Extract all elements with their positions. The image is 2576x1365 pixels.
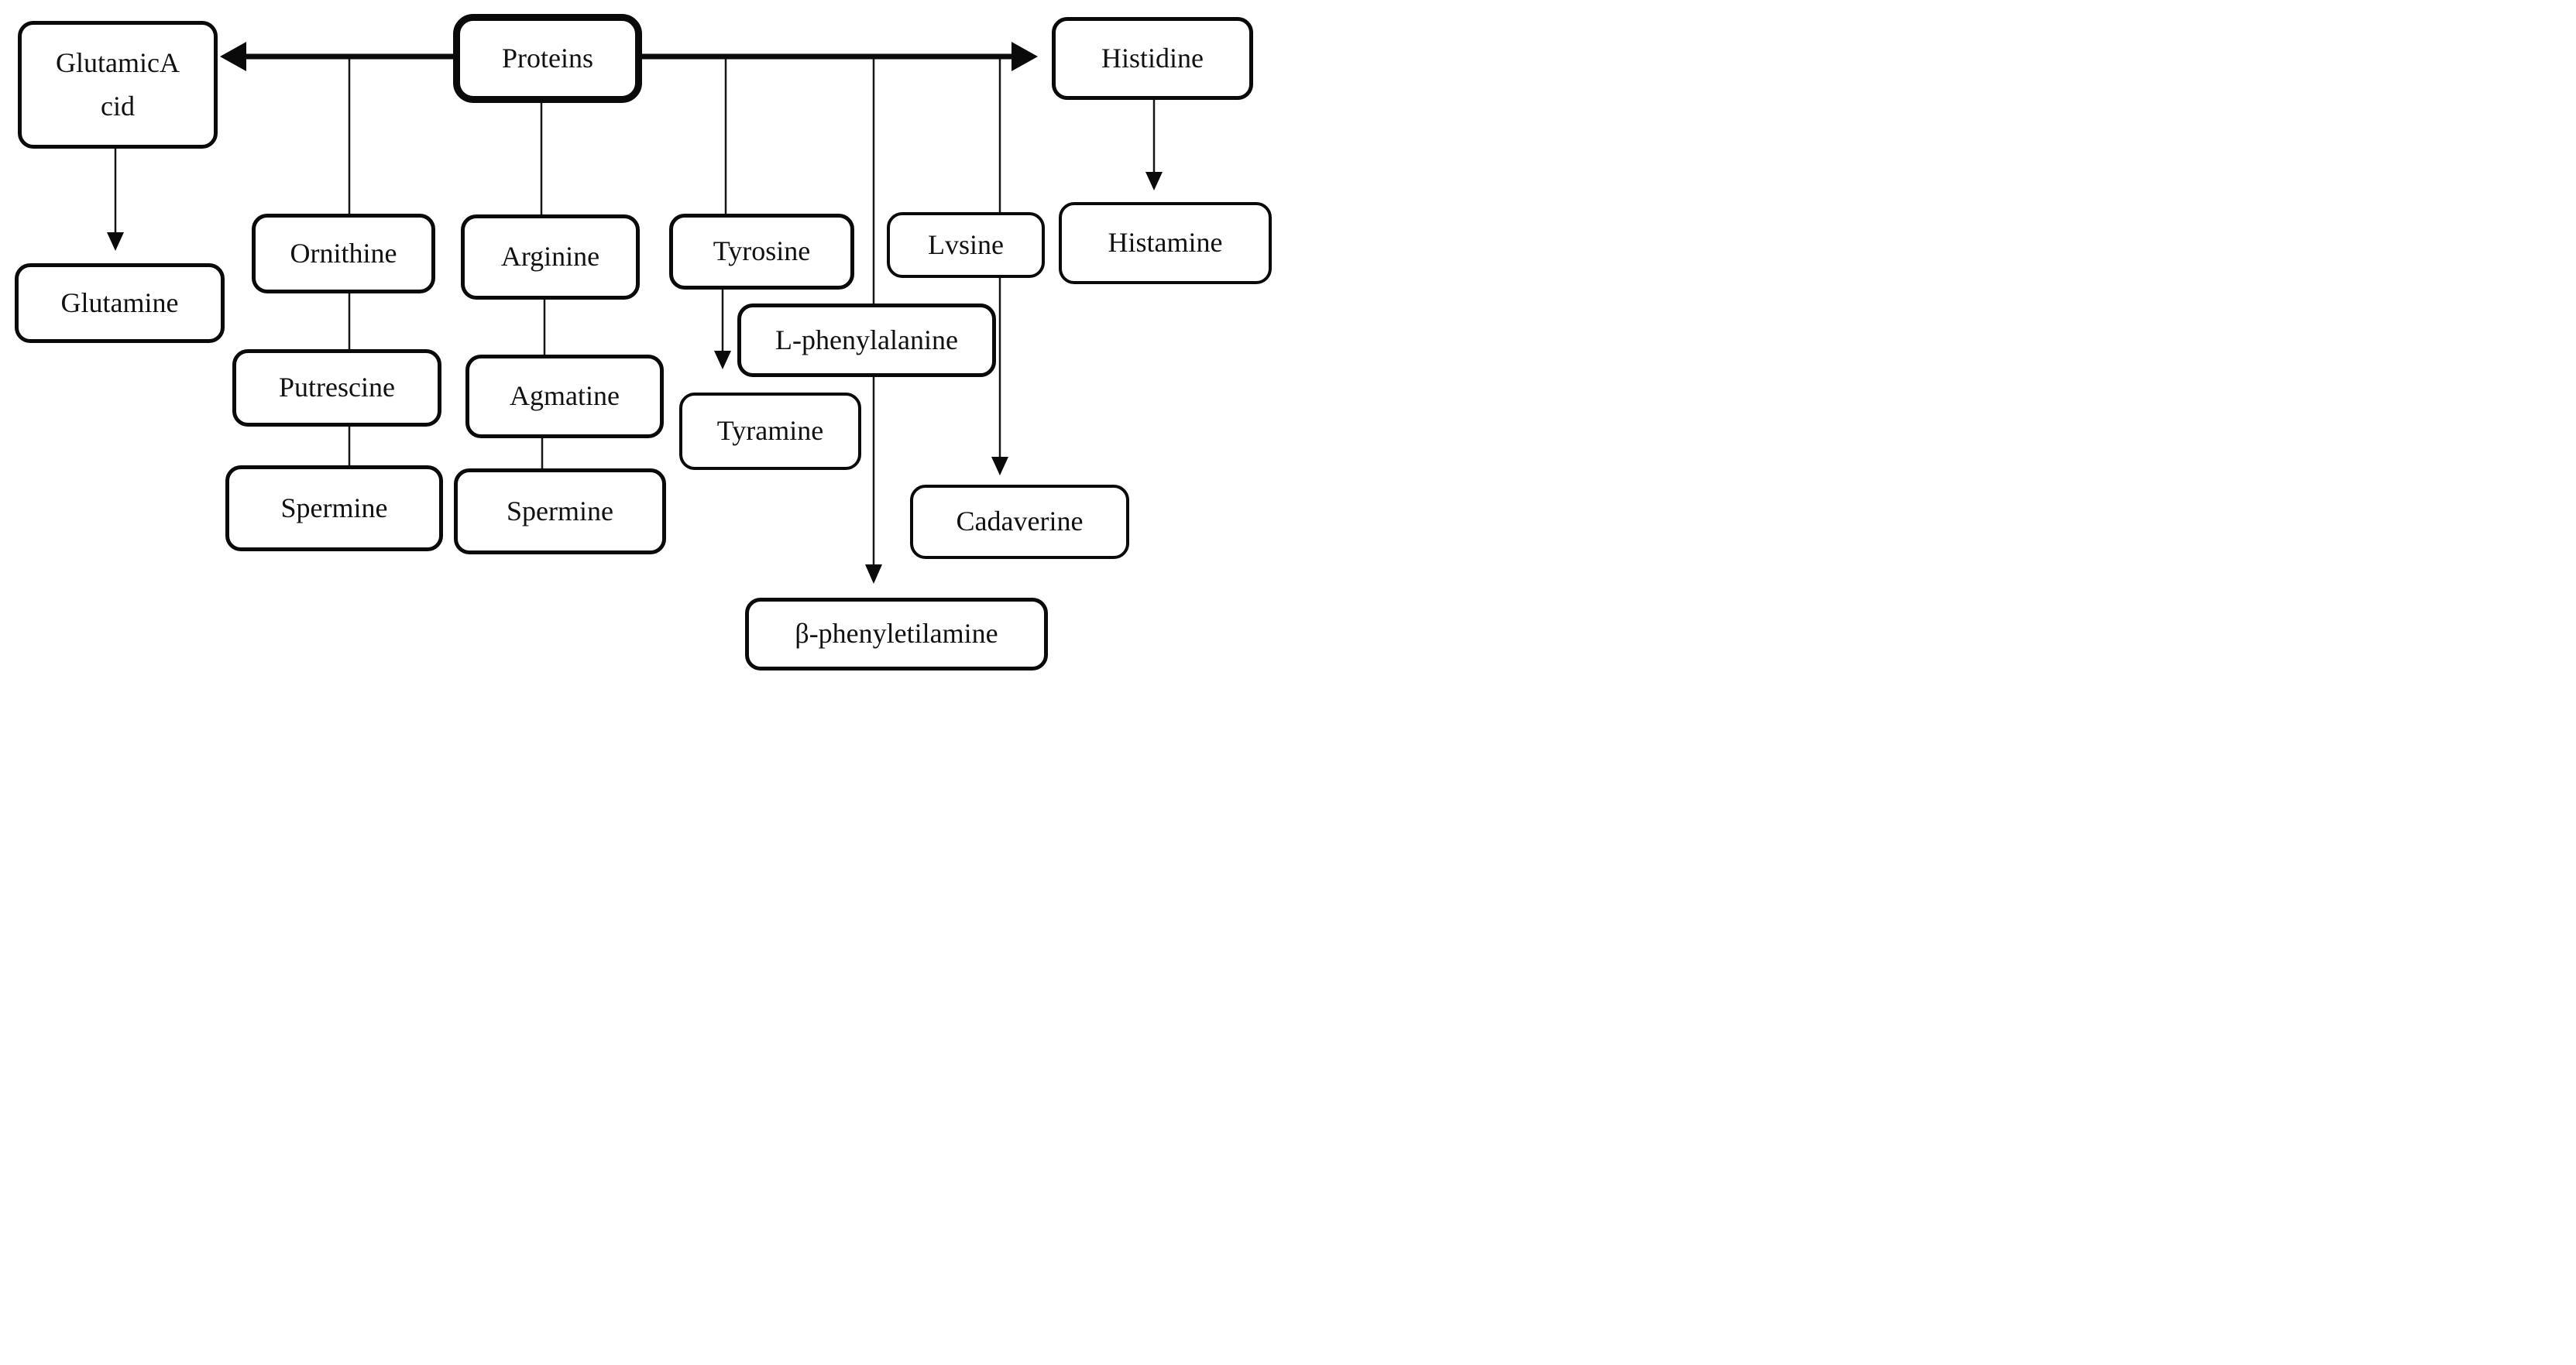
node-spermine-right-label: Spermine xyxy=(507,495,613,526)
node-spermine-left: Spermine xyxy=(225,465,443,551)
node-tyramine-label: Tyramine xyxy=(716,415,824,447)
node-histidine-label: Histidine xyxy=(1101,42,1204,74)
node-glutamic-acid-label: GlutamicA cid xyxy=(56,46,180,122)
node-spermine-left-label: Spermine xyxy=(280,492,388,523)
node-glutamine: Glutamine xyxy=(15,263,225,343)
node-proteins: Proteins xyxy=(453,14,642,103)
arrowhead-down-glutamine xyxy=(107,232,124,251)
edge-histidine-histamine xyxy=(1145,100,1163,190)
node-cadaverine: Cadaverine xyxy=(910,485,1129,559)
arrowhead-down-histamine xyxy=(1145,172,1163,190)
edge-glutamic-acid-glutamine xyxy=(107,149,124,251)
node-glutamic-acid: GlutamicA cid xyxy=(18,21,218,149)
node-histamine-label: Histamine xyxy=(1108,227,1223,259)
arrowhead-down-beta-phenyletilamine xyxy=(865,564,882,584)
node-arginine: Arginine xyxy=(461,214,640,300)
node-putrescine-label: Putrescine xyxy=(279,372,395,403)
node-tyrosine: Tyrosine xyxy=(669,214,854,290)
node-beta-phenyletilamine: β-phenyletilamine xyxy=(745,598,1048,670)
arrowhead-left xyxy=(220,42,246,71)
node-spermine-right: Spermine xyxy=(454,468,666,554)
node-beta-phenyletilamine-label: β-phenyletilamine xyxy=(795,618,998,650)
node-putrescine: Putrescine xyxy=(232,349,441,427)
node-ornithine: Ornithine xyxy=(252,214,435,293)
node-glutamine-label: Glutamine xyxy=(60,286,179,318)
arrowhead-right xyxy=(1012,42,1038,71)
node-lysine-label: Lvsine xyxy=(928,228,1004,260)
arrowhead-down-cadaverine xyxy=(991,457,1008,475)
arrowhead-down-tyramine xyxy=(714,351,731,369)
edge-tyrosine-tyramine xyxy=(714,290,731,369)
node-l-phenylalanine-label: L-phenylalanine xyxy=(775,324,958,355)
node-ornithine-label: Ornithine xyxy=(290,237,397,269)
node-lysine: Lvsine xyxy=(887,212,1045,278)
node-proteins-label: Proteins xyxy=(501,42,593,74)
node-histidine: Histidine xyxy=(1052,17,1253,100)
node-cadaverine-label: Cadaverine xyxy=(956,506,1084,537)
node-agmatine: Agmatine xyxy=(465,355,664,438)
node-tyrosine-label: Tyrosine xyxy=(713,235,811,267)
protein-amine-flowchart: GlutamicA cid Proteins Histidine Ornithi… xyxy=(0,0,1288,683)
node-histamine: Histamine xyxy=(1059,202,1272,284)
node-l-phenylalanine: L-phenylalanine xyxy=(737,304,996,377)
node-arginine-label: Arginine xyxy=(500,241,600,273)
node-agmatine-label: Agmatine xyxy=(510,380,620,412)
node-tyramine: Tyramine xyxy=(679,393,861,470)
